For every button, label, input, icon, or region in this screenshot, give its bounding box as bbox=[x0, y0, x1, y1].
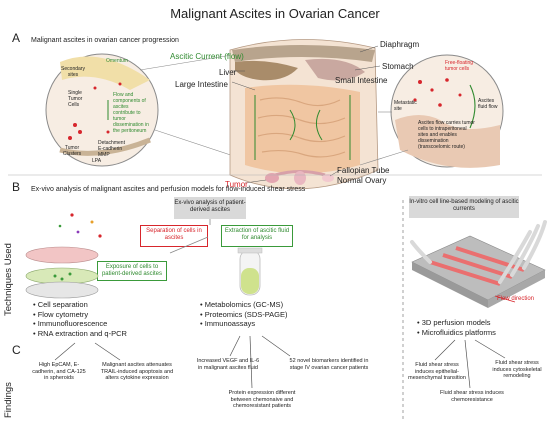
label-tumor: Tumor bbox=[225, 180, 248, 189]
list-item: • Flow cytometry bbox=[33, 309, 89, 319]
section-a-letter: A bbox=[12, 31, 21, 45]
list-item: • Cell separation bbox=[33, 300, 88, 309]
label-fallopian-tube: Fallopian Tube bbox=[337, 166, 390, 175]
list-item: • Microfluidics platforms bbox=[417, 327, 496, 337]
invitro-box: In-vitro cell line-based modeling of asc… bbox=[409, 196, 519, 218]
finding-c1-1: High EpCAM, E-cadherin, and CA-125 in sp… bbox=[32, 362, 86, 381]
petri-dish-top bbox=[25, 246, 99, 264]
list-item: • Immunofluorescence bbox=[33, 319, 108, 328]
list-item: • Immunoassays bbox=[200, 319, 256, 328]
finding-c3-1: Fluid shear stress induces epithelial-me… bbox=[408, 362, 466, 381]
list-item: • Metabolomics (GC-MS) bbox=[200, 300, 284, 309]
label-ascites-fluid-flow: Ascites fluid flow bbox=[478, 98, 498, 110]
label-stomach: Stomach bbox=[382, 62, 414, 71]
liver-organ bbox=[235, 60, 298, 81]
page-title: Malignant Ascites in Ovarian Cancer bbox=[170, 6, 380, 21]
normal-ovary bbox=[322, 174, 334, 182]
label-tumor-clusters: Tumor Clusters bbox=[62, 145, 82, 157]
label-small-intestine: Small Intestine bbox=[335, 76, 388, 85]
label-ascitic-current: Ascitic Current (flow) bbox=[170, 52, 244, 61]
list-item: • Proteomics (SDS-PAGE) bbox=[200, 309, 288, 319]
techniques-col2-list: • Metabolomics (GC-MS) • Proteomics (SDS… bbox=[200, 300, 288, 329]
tubing bbox=[410, 220, 547, 284]
label-metastatic-site: Metastatic site bbox=[394, 100, 417, 112]
label-carries-text: Ascites flow carries tumor cells to intr… bbox=[418, 120, 475, 150]
section-c-letter: C bbox=[12, 343, 21, 357]
finding-c2-3: 52 novel biomarkers identified in stage … bbox=[289, 358, 369, 371]
label-free-floating: Free-floating tumor cells bbox=[445, 60, 474, 72]
separation-box: Separation of cells in ascites bbox=[140, 225, 208, 247]
label-normal-ovary: Normal Ovary bbox=[337, 176, 387, 185]
section-a-header: Malignant ascites in ovarian cancer prog… bbox=[31, 37, 179, 44]
free-floating-cells bbox=[413, 78, 462, 107]
ascitic-fluid bbox=[241, 268, 259, 294]
ascitic-flow-arrows bbox=[254, 95, 351, 160]
section-b-letter: B bbox=[12, 180, 21, 194]
label-flow-direction: Flow direction bbox=[497, 296, 535, 302]
diaphragm-organ bbox=[232, 45, 375, 62]
exposure-box: Exposure of cells to patient-derived asc… bbox=[97, 261, 167, 281]
finding-c2-1: Increased VEGF and IL-6 in malignant asc… bbox=[196, 358, 260, 371]
peritoneal-wall bbox=[59, 137, 151, 156]
techniques-col3-list: • 3D perfusion models • Microfluidics pl… bbox=[417, 318, 496, 337]
exvivo-box: Ex-vivo analysis of patient-derived asci… bbox=[174, 197, 246, 219]
label-lpa: LPA bbox=[92, 158, 102, 164]
tumor-ovary bbox=[265, 173, 279, 183]
label-large-intestine: Large Intestine bbox=[175, 80, 228, 89]
label-e-cadherin: E-cadherin bbox=[98, 146, 123, 152]
stomach-organ bbox=[305, 58, 365, 81]
floating-cells bbox=[58, 213, 102, 238]
intestine-organ bbox=[245, 84, 360, 174]
list-item: • 3D perfusion models bbox=[417, 318, 491, 327]
finding-c3-3: Fluid shear stress induces cytoskeletal … bbox=[492, 360, 542, 379]
finding-c2-2: Protein expression different between che… bbox=[228, 390, 296, 409]
label-detachment: Detachment bbox=[98, 140, 125, 146]
finding-c3-2: Fluid shear stress induces chemoresistan… bbox=[440, 390, 504, 403]
label-flow-components: Flow and components of ascites contribut… bbox=[113, 92, 149, 134]
section-b-header: Ex-vivo analysis of malignant ascites an… bbox=[31, 186, 306, 193]
tumor-cell-dots bbox=[68, 82, 122, 140]
omentum-tissue bbox=[60, 56, 150, 90]
label-omentum: Omentum bbox=[106, 58, 128, 64]
perfusion-channels bbox=[429, 246, 525, 286]
label-diaphragm: Diaphragm bbox=[380, 40, 420, 49]
list-item: • RNA extraction and q-PCR bbox=[33, 328, 127, 338]
techniques-col1-list: • Cell separation • Flow cytometry • Imm… bbox=[33, 300, 127, 338]
label-secondary-sites: Secondary sites bbox=[61, 66, 85, 78]
label-mmp: MMP bbox=[98, 152, 110, 158]
finding-c1-2: Malignant ascites attenuates TRAIL-induc… bbox=[100, 362, 174, 381]
extraction-box: Extraction of ascitic fluid for analysis bbox=[221, 225, 293, 247]
label-single-tumor-cells: Single Tumor Cells bbox=[68, 90, 83, 108]
label-liver: Liver bbox=[219, 68, 237, 77]
